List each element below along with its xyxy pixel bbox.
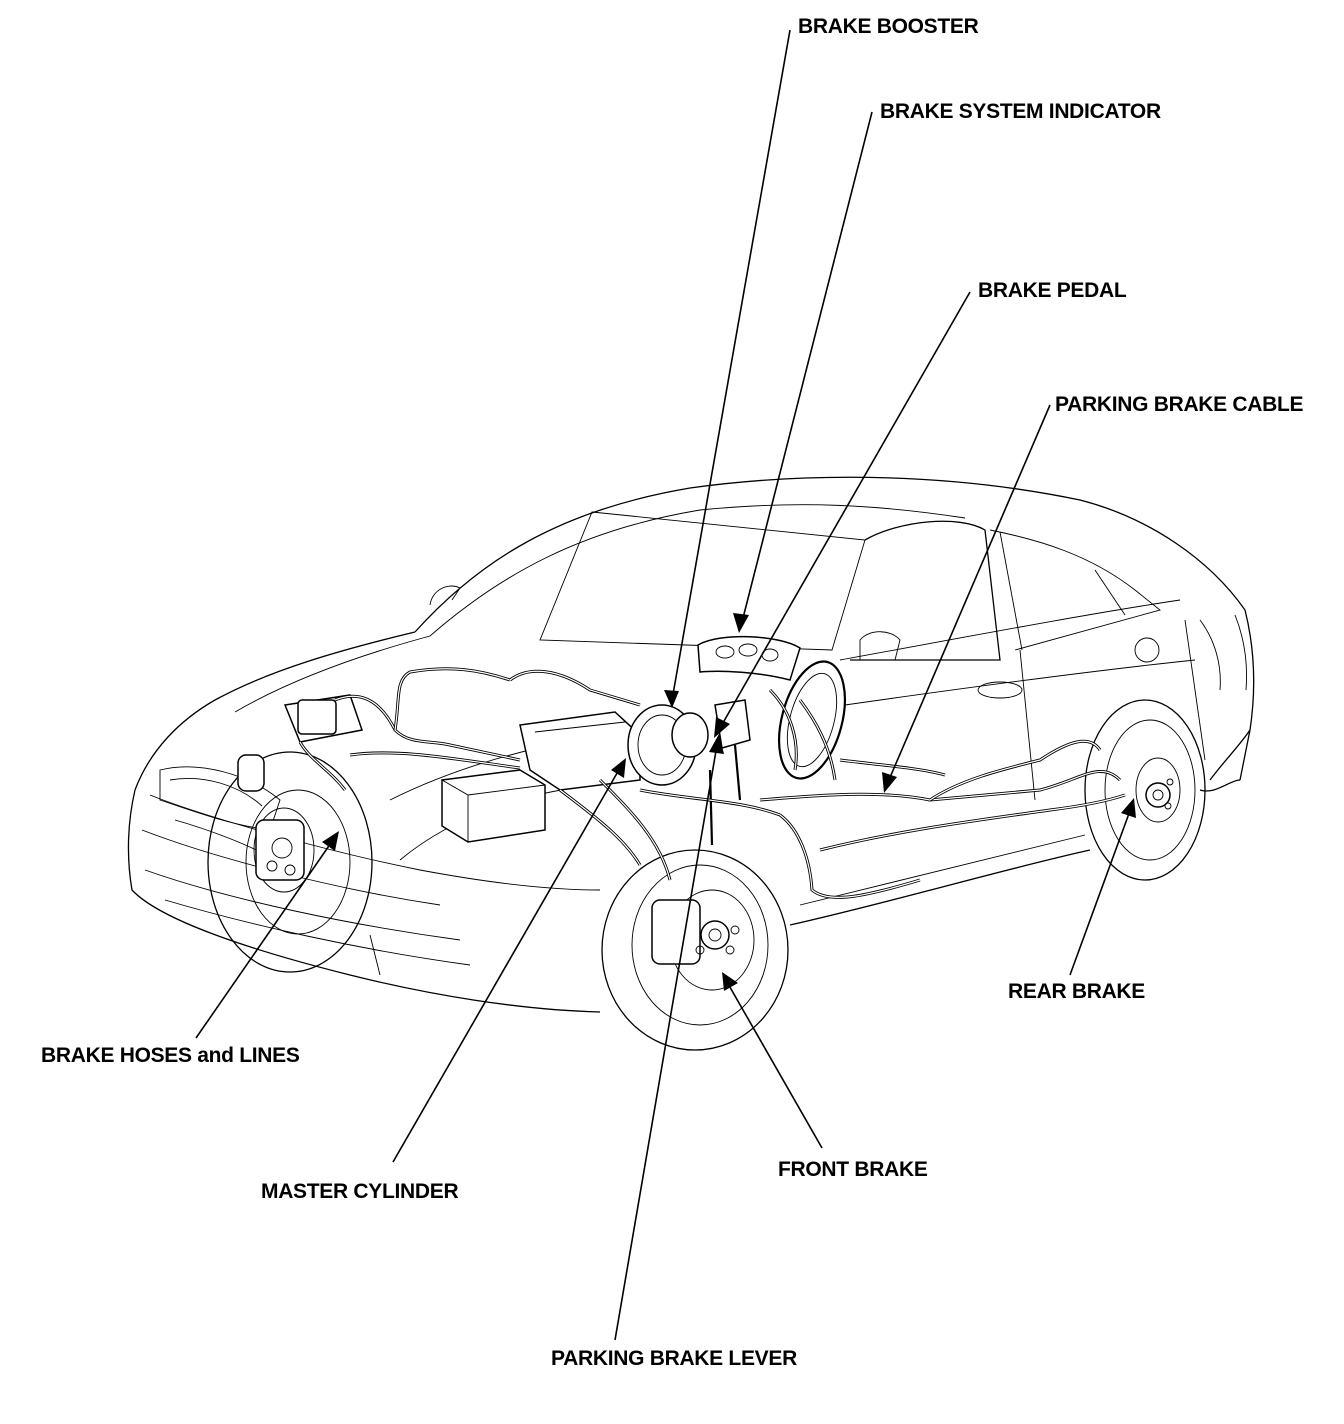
callout-labels: BRAKE BOOSTER BRAKE SYSTEM INDICATOR BRA… <box>41 15 1304 1370</box>
label-rear-brake: REAR BRAKE <box>1008 980 1145 1003</box>
brake-components <box>237 667 1126 899</box>
label-parking-brake-lever: PARKING BRAKE LEVER <box>551 1347 797 1370</box>
right-front-wheel <box>601 849 789 1051</box>
label-brake-system-indicator: BRAKE SYSTEM INDICATOR <box>880 100 1161 123</box>
label-brake-pedal: BRAKE PEDAL <box>978 279 1127 302</box>
label-brake-booster: BRAKE BOOSTER <box>798 15 979 38</box>
leader-lines <box>195 29 1136 1341</box>
car-body <box>127 476 1255 1013</box>
label-brake-hoses-and-lines: BRAKE HOSES and LINES <box>41 1044 300 1067</box>
label-parking-brake-cable: PARKING BRAKE CABLE <box>1055 393 1304 416</box>
left-front-wheel <box>207 751 373 973</box>
label-front-brake: FRONT BRAKE <box>778 1158 928 1181</box>
rear-wheel <box>1084 699 1206 881</box>
label-master-cylinder: MASTER CYLINDER <box>261 1180 458 1203</box>
